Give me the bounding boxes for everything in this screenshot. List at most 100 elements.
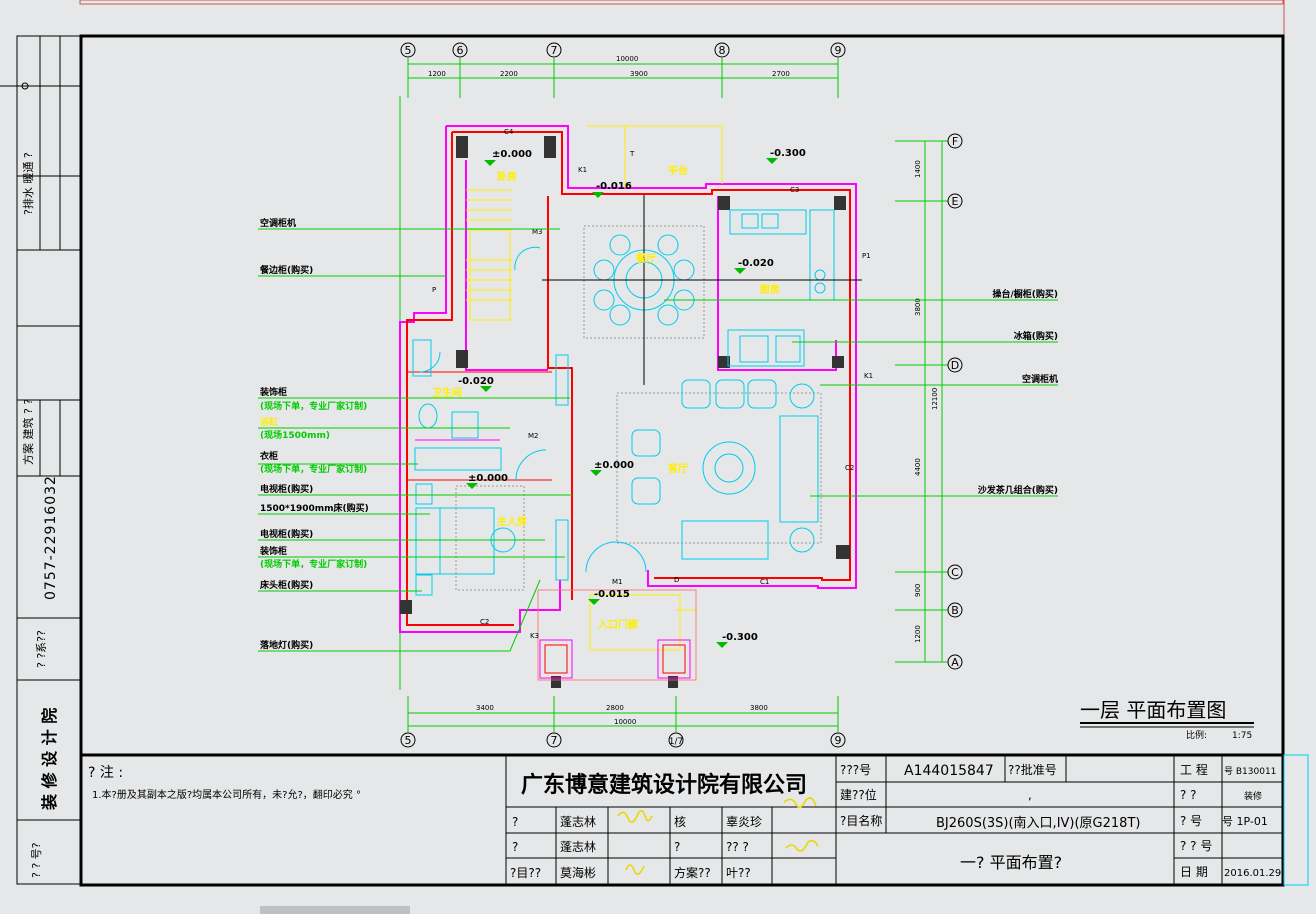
axis-label: 6 (457, 44, 464, 57)
left-strip-block4: ? ? 号? (30, 842, 43, 878)
left-strip-block2: 方案 建筑 ? ? (21, 399, 35, 465)
bottom-dimensions (407, 696, 839, 732)
signature-4 (625, 864, 645, 875)
tag: C2 (480, 618, 489, 626)
right-dim: 3800 (914, 298, 922, 316)
label-wardrobe-note: (现场下单，专业厂家订制) (260, 463, 367, 475)
tag: T (629, 150, 635, 158)
room-label-dining: 餐厅 (635, 252, 656, 265)
bottom-total-dim: 10000 (614, 718, 636, 726)
label-ac-left: 空调柜机 (260, 217, 296, 229)
role2-cell: ? (674, 840, 680, 854)
bottom-dim: 3800 (750, 704, 768, 712)
left-strip-block3: ? ?系?? (35, 630, 48, 668)
level-text: -0.015 (594, 589, 630, 600)
axis-label: 5 (405, 44, 412, 57)
tag: D (674, 576, 679, 584)
tag: C2 (845, 464, 854, 472)
axis-label: A (951, 656, 959, 669)
label-wardrobe: 衣柜 (260, 450, 278, 462)
top-dimensions (407, 58, 839, 98)
level-texts: ±0.000 -0.016 -0.300 -0.020 -0.020 ±0.00… (458, 148, 806, 643)
cert-value: A144015847 (904, 763, 994, 779)
level-text: -0.020 (458, 376, 494, 387)
name2-cell: 叶?? (726, 866, 751, 880)
bottom-dim: 3400 (476, 704, 494, 712)
room-label-kitchen: 厨房 (760, 283, 780, 296)
tb-right-label: 日 期 (1180, 865, 1208, 879)
signature-1 (617, 810, 653, 823)
bottom-axis-bubbles: 5 7 1/7 9 (400, 732, 846, 748)
top-dim: 2200 (500, 70, 518, 78)
label-ac-right: 空调柜机 (1022, 373, 1058, 385)
level-markers (466, 158, 778, 648)
axis-label: C (951, 566, 959, 579)
role2-cell: 核 (674, 815, 686, 829)
level-text: -0.016 (596, 181, 632, 192)
tb-right-label: 工 程 (1180, 762, 1208, 777)
tag: C3 (790, 186, 799, 194)
tag: C4 (504, 128, 514, 136)
name-cell: 莫海彬 (560, 865, 596, 880)
left-strip-block1: ?排水 暖通 ? (21, 152, 35, 215)
level-text: -0.300 (770, 148, 806, 159)
right-dim: 4400 (914, 458, 922, 476)
room-label-bathroom: 卫生间 (432, 386, 462, 399)
doors (419, 246, 647, 573)
tb-right-label: ? 号 (1180, 814, 1202, 828)
signature-2 (783, 797, 817, 808)
notes-text: 1.本?册及其副本之版?均属本公司所有，未?允?，翻印必究 ° (92, 788, 361, 801)
left-strip: ?排水 暖通 ? 方案 建筑 ? ? 0757-22916032 ? ?系?? … (0, 35, 81, 885)
taskbar-hint[interactable] (260, 906, 410, 914)
right-dimensions (895, 140, 948, 663)
label-bed: 1500*1900mm床(购买) (260, 502, 369, 514)
signatures (617, 797, 819, 875)
notes-title: ? 注 : (88, 765, 123, 781)
label-tv-cabinet-2: 电视柜(购买) (260, 528, 313, 540)
left-labels: 空调柜机 餐边柜(购买) 装饰柜 (现场下单，专业厂家订制) 浴缸 (现场150… (259, 217, 369, 651)
cert-label: ???号 (840, 763, 871, 777)
label-bathtub-note: (现场1500mm) (260, 429, 330, 441)
label-deco-cabinet-2: 装饰柜 (259, 545, 287, 557)
level-text: -0.020 (738, 258, 774, 269)
tag: P1 (862, 252, 871, 260)
label-bathtub: 浴缸 (260, 416, 278, 428)
tb-right-value: 2016.01.29 (1224, 868, 1281, 879)
tb-right-value: 号 B130011 (1224, 766, 1276, 777)
top-total-dim: 10000 (616, 55, 638, 63)
top-dim: 1200 (428, 70, 446, 78)
tag: K3 (530, 632, 539, 640)
label-counter: 操台/橱柜(购买) (992, 288, 1058, 300)
level-text: -0.300 (722, 632, 758, 643)
room-label-platform: 平台 (668, 164, 688, 177)
label-floor-lamp: 落地灯(购买) (260, 639, 313, 651)
scale-value: 1:75 (1232, 731, 1252, 741)
axis-label: E (952, 195, 959, 208)
tb-right-label: ? ? 号 (1180, 839, 1212, 853)
room-label-entry: 入口门廊 (598, 618, 638, 631)
project-label: ?目名称 (840, 813, 882, 828)
drawing-title: 一层 平面布置图 (1080, 698, 1226, 722)
tag: P (432, 286, 436, 294)
role2-cell: 方案?? (674, 865, 711, 880)
signature-3 (785, 839, 819, 852)
dimension-numbers: 10000 1200 2200 3900 2700 3400 2800 3800… (428, 55, 939, 726)
title-block-grid (505, 755, 1283, 884)
label-tv-cabinet-1: 电视柜(购买) (260, 483, 313, 495)
company-name: 广东博意建筑设计院有限公司 (521, 772, 807, 798)
walls (399, 125, 857, 633)
tag: M3 (532, 228, 543, 236)
left-strip-firm: 装 修 设 计 院 (40, 708, 59, 811)
stair-treads (466, 189, 512, 301)
project-value: BJ260S(3S)(南入口,IV)(原G218T) (936, 815, 1140, 831)
drawing-name: 一? 平面布置? (960, 853, 1062, 872)
level-text: ±0.000 (492, 149, 532, 160)
name2-cell: ?? ? (726, 840, 749, 854)
title-block-texts: ? 注 : 1.本?册及其副本之版?均属本公司所有，未?允?，翻印必究 ° 广东… (88, 762, 1281, 880)
label-nightstand: 床头柜(购买) (260, 579, 313, 591)
right-labels: 操台/橱柜(购买) 冰箱(购买) 空调柜机 沙发茶几组合(购买) (978, 288, 1058, 496)
label-sideboard: 餐边柜(购买) (259, 264, 313, 276)
label-deco-cabinet-note: (现场下单，专业厂家订制) (260, 400, 367, 412)
tag: K1 (864, 372, 873, 380)
